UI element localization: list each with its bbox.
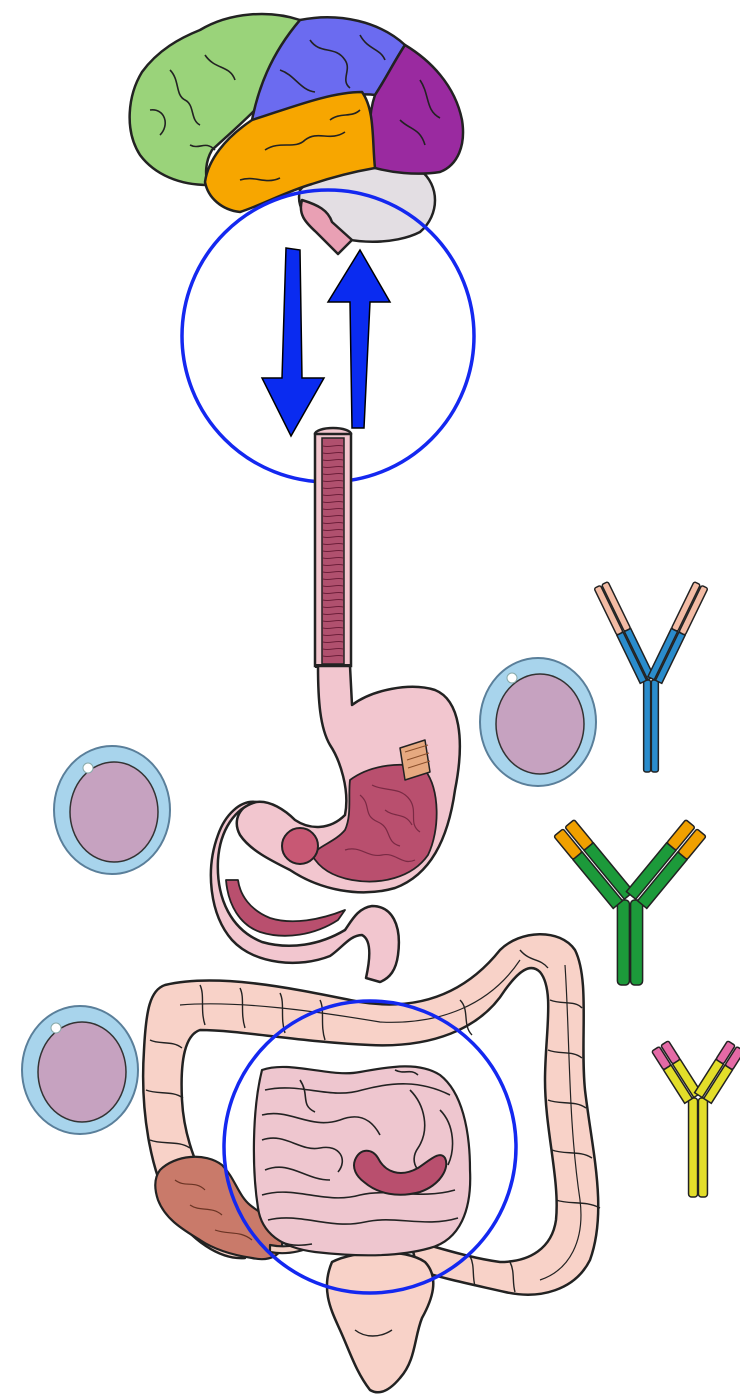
esophagus: [315, 428, 351, 666]
down-arrow: [262, 248, 324, 436]
up-arrow: [328, 250, 390, 428]
immune-cell: [22, 1006, 138, 1134]
stomach-lining: [312, 765, 437, 882]
rectum: [327, 1252, 433, 1392]
small-intestine: [254, 1066, 470, 1255]
immune-cell: [54, 746, 170, 874]
antibody: [594, 582, 708, 772]
antibody: [652, 1041, 740, 1197]
pyloric-sphincter: [282, 828, 318, 864]
stomach: [237, 666, 460, 892]
immune-cell: [480, 658, 596, 786]
